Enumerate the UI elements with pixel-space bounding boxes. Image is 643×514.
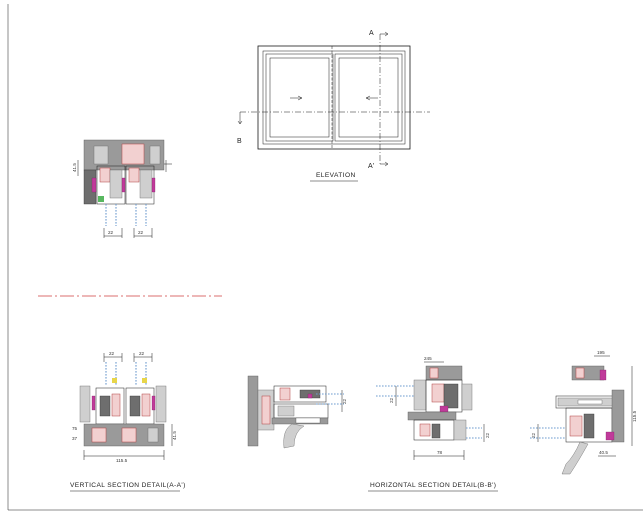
top-dim-right: 22 [138, 230, 144, 235]
horizontal-left-detail: 22 [247, 375, 347, 449]
h-mid-dim-top: 245 [424, 356, 432, 361]
bottom-dim-side: 41.5 [172, 431, 177, 440]
svg-text:75: 75 [72, 426, 78, 431]
top-dim-side: 41.5 [72, 163, 77, 172]
horizontal-middle-detail: 245 22 22 78 [376, 356, 490, 460]
top-dim-left: 22 [108, 230, 114, 235]
outer-frame [257, 45, 411, 150]
bottom-dim-total: 115.5 [116, 458, 128, 463]
h-right-dim-top: 195 [597, 350, 605, 355]
bottom-dim-left: 22 [109, 351, 115, 356]
horizontal-section-title: HORIZONTAL SECTION DETAIL(B-B') [370, 482, 496, 489]
h-left-dim: 22 [342, 398, 347, 404]
svg-text:37: 37 [72, 436, 78, 441]
right-sash [334, 53, 403, 142]
h-mid-dim-right: 22 [485, 432, 490, 438]
left-sash [265, 53, 334, 142]
elevation-view: A A' B ELEVATION [237, 30, 430, 182]
marker-b: B [237, 138, 242, 145]
vertical-top-detail: 22 22 41.5 [72, 139, 172, 238]
horizontal-right-detail: 195 22 115.5 40.5 [530, 350, 637, 475]
vertical-section-title: VERTICAL SECTION DETAIL(A-A') [70, 482, 186, 489]
elevation-title: ELEVATION [316, 172, 356, 179]
vertical-bottom-detail: 22 22 115.5 41.5 75 37 [72, 351, 177, 463]
h-mid-dim-left: 22 [389, 397, 394, 403]
handle-profile [561, 441, 589, 475]
h-right-dim-bottom: 40.5 [599, 450, 608, 455]
bottom-dim-right: 22 [139, 351, 145, 356]
h-right-dim-left: 22 [531, 432, 536, 438]
marker-a-top: A [369, 30, 374, 37]
marker-a-bottom: A' [368, 163, 374, 170]
h-right-dim-total: 115.5 [632, 410, 637, 422]
h-mid-dim-bottom: 78 [437, 450, 443, 455]
